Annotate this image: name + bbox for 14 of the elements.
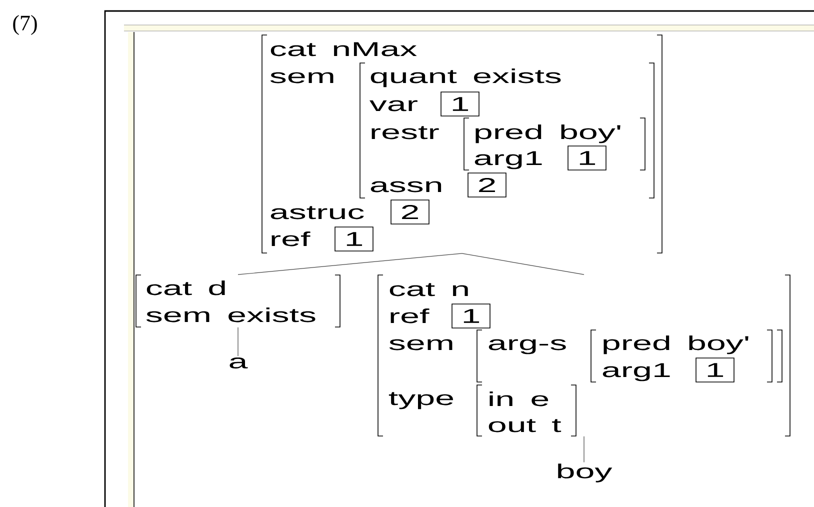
- tag-box: 2: [390, 200, 430, 224]
- example-number: (7): [13, 15, 37, 35]
- tag-box: 1: [696, 358, 734, 382]
- tag-box: 1: [452, 304, 490, 328]
- attribute-value-matrix: cat d sem exists: [136, 274, 340, 328]
- tree-branch: [462, 253, 584, 275]
- attribute-value-matrix: in e out t: [476, 384, 576, 436]
- tag-box: 1: [568, 146, 606, 170]
- tag-box: 1: [440, 92, 480, 116]
- word-label: boy: [558, 464, 612, 482]
- tag-box: 2: [468, 172, 506, 198]
- tree-branch: [238, 253, 462, 275]
- tag-box: 1: [334, 226, 374, 252]
- word-label: a: [230, 358, 248, 368]
